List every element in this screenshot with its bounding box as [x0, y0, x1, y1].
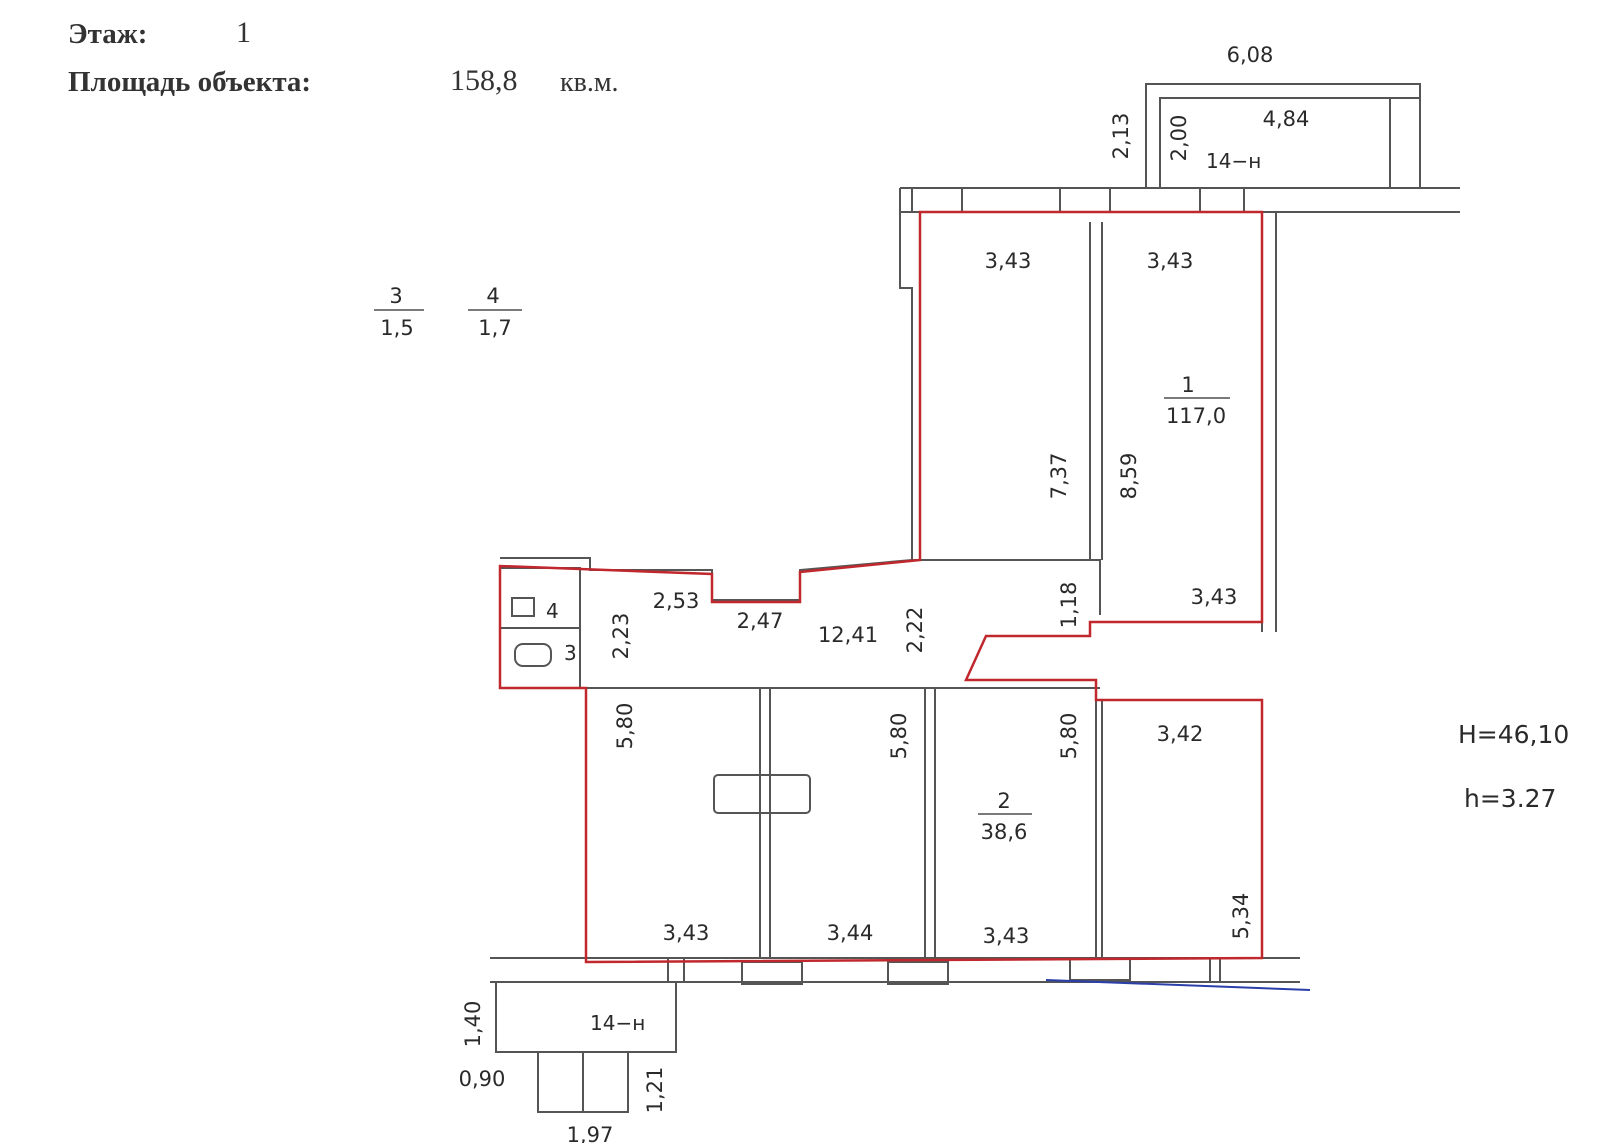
window-3	[887, 961, 949, 985]
walls	[490, 83, 1460, 1113]
corridor-outline	[500, 557, 1101, 689]
dim-lower-bottom-2: 3,44	[827, 921, 874, 945]
area-label: Площадь объекта:	[68, 66, 312, 98]
room-4-number: 4	[486, 284, 499, 308]
dim-top-porch-inner-width: 4,84	[1263, 107, 1310, 131]
top-stair	[1389, 97, 1421, 189]
room-3-number: 3	[389, 284, 402, 308]
dim-bottom-stair-width: 1,97	[567, 1123, 614, 1143]
dim-lower-right-height: 5,34	[1229, 893, 1253, 940]
sink-icon	[511, 597, 535, 617]
top-window-3	[1199, 187, 1245, 213]
dim-upper-right-bottom-width: 3,43	[1191, 585, 1238, 609]
bottom-porch	[495, 982, 677, 1053]
dim-top-porch-width: 6,08	[1227, 43, 1274, 67]
dim-lower-bottom-3: 3,43	[983, 924, 1030, 948]
dim-lower-height-1: 5,80	[613, 703, 637, 750]
toilet-icon	[514, 643, 552, 667]
dim-upper-right-width: 3,43	[1147, 249, 1194, 273]
dim-bottom-stair-offset: 0,90	[459, 1067, 506, 1091]
elevation-H: H=46,10	[1458, 720, 1570, 749]
dim-upper-right-height: 8,59	[1117, 453, 1141, 500]
top-window-1	[911, 187, 963, 213]
room-1-area: 117,0	[1166, 404, 1226, 428]
dim-lower-height-2: 5,80	[887, 713, 911, 760]
dim-top-porch-depth-outer: 2,13	[1109, 113, 1133, 160]
top-window-2	[1059, 187, 1111, 213]
room-1-number: 1	[1181, 373, 1194, 397]
object-boundary	[498, 210, 1264, 964]
dim-lower-bottom-1: 3,43	[663, 921, 710, 945]
dim-bottom-stair-depth: 1,21	[643, 1067, 667, 1114]
dim-corridor-a: 2,53	[653, 589, 700, 613]
blue-line	[1045, 979, 1311, 991]
elevation-h: h=3.27	[1464, 784, 1557, 813]
porch-bottom-label: 14−н	[590, 1011, 645, 1035]
window-2	[741, 961, 803, 985]
room-3-area: 1,5	[380, 316, 413, 340]
area-value: 158,8	[450, 64, 518, 97]
window-5	[1209, 957, 1221, 983]
dim-top-porch-depth-inner: 2,00	[1167, 115, 1191, 162]
room-4-area: 1,7	[478, 316, 511, 340]
dim-upper-left-height: 7,37	[1047, 453, 1071, 500]
porch-top-label: 14−н	[1206, 149, 1261, 173]
area-unit: кв.м.	[560, 67, 619, 98]
dim-corridor-step: 1,18	[1057, 582, 1081, 629]
dim-bottom-porch-depth: 1,40	[461, 1001, 485, 1048]
floor-value: 1	[236, 16, 251, 49]
room-2-area: 38,6	[981, 820, 1028, 844]
window-4	[1069, 957, 1131, 981]
room-3-plan-label: 3	[564, 641, 577, 665]
dim-upper-left-width: 3,43	[985, 249, 1032, 273]
floor-label: Этаж:	[68, 18, 148, 50]
room-4-plan-label: 4	[546, 599, 559, 623]
dim-corridor-area: 12,41	[818, 623, 878, 647]
dim-lower-height-3: 5,80	[1057, 713, 1081, 760]
room-2-number: 2	[997, 789, 1010, 813]
dim-lower-right-width: 3,42	[1157, 722, 1204, 746]
dim-corridor-b: 2,47	[737, 609, 784, 633]
dim-corridor-height-right: 2,22	[903, 607, 927, 654]
lower-center-fixture	[713, 774, 811, 814]
dim-corridor-height-left: 2,23	[609, 613, 633, 660]
